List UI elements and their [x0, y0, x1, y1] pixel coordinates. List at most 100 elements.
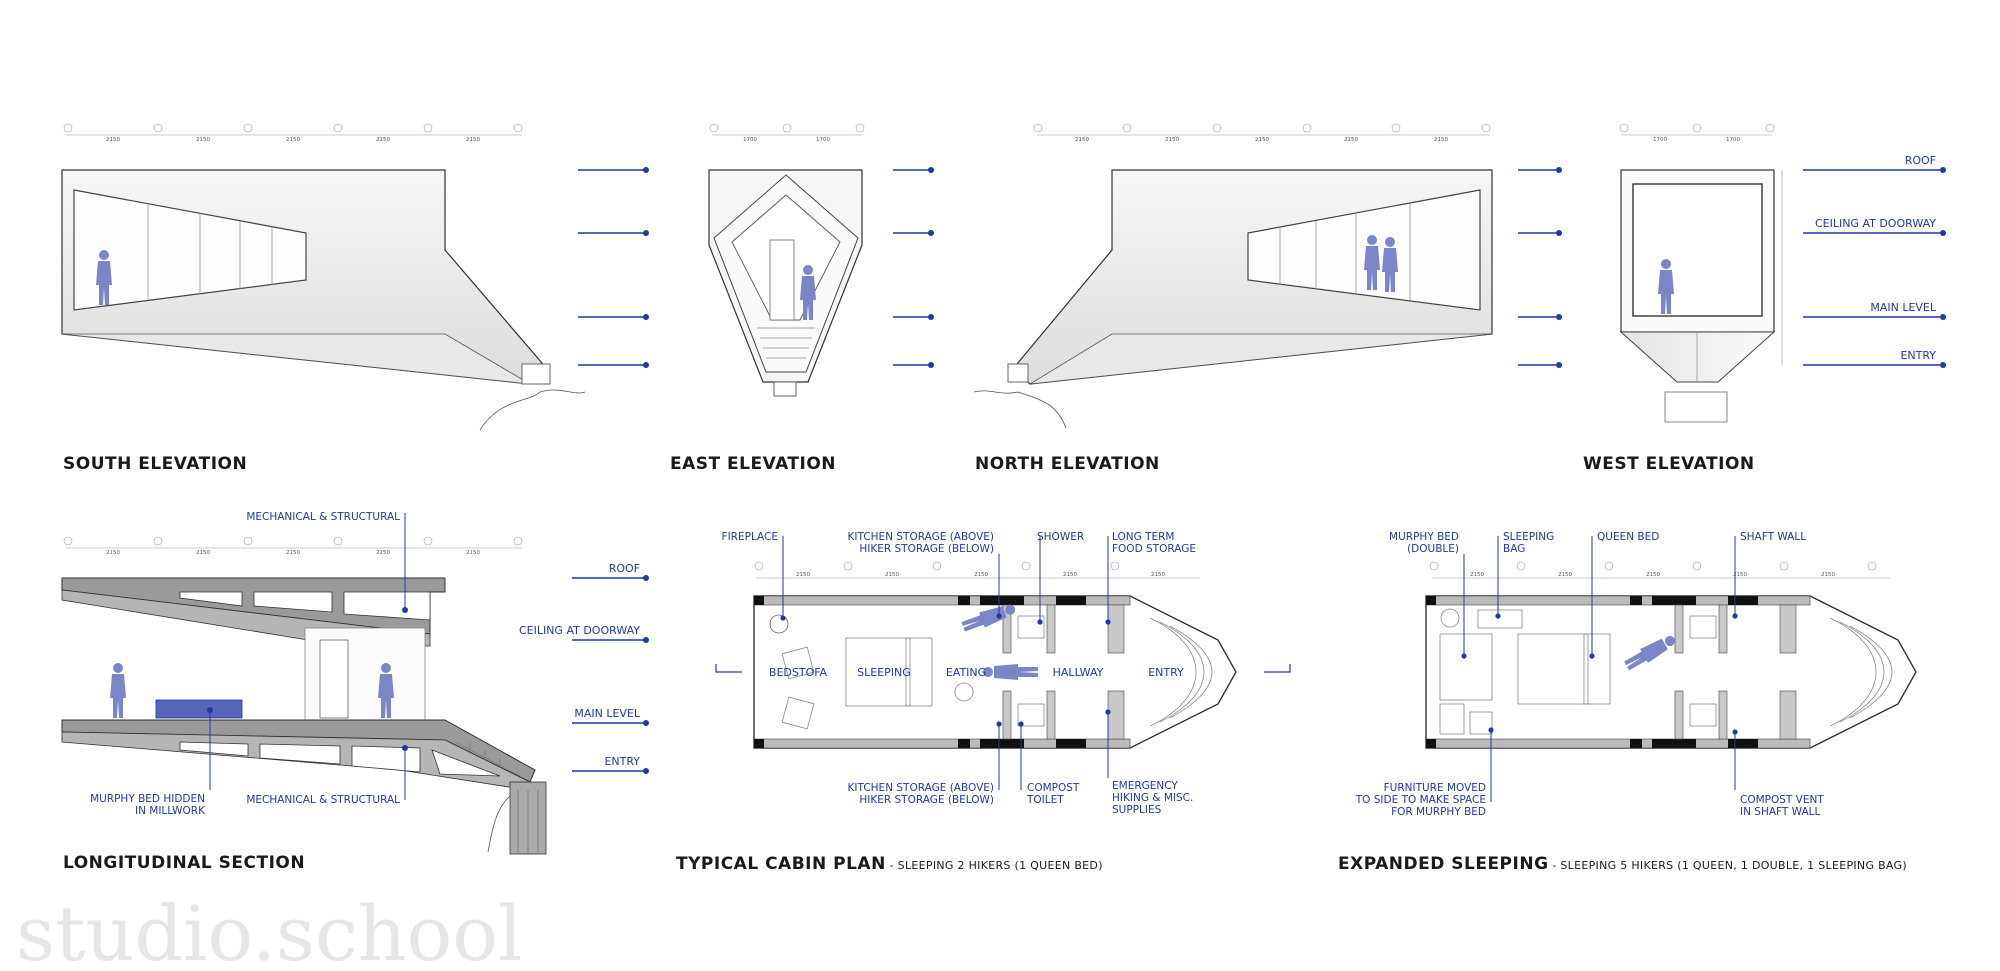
west-elevation: 1700 1700 ROOF CEILING AT DOORWAY MAIN L…	[1583, 123, 1946, 474]
west-elevation-title: WEST ELEVATION	[1583, 454, 1755, 474]
section-roof-voids	[179, 591, 431, 621]
level-roof-label: ROOF	[1905, 154, 1936, 167]
svg-text:2150: 2150	[196, 550, 210, 556]
expanded-wall-blocks	[1426, 596, 1758, 748]
section-floor-voids	[179, 741, 501, 777]
west-pier	[1664, 391, 1728, 423]
svg-text:2150: 2150	[1733, 572, 1747, 578]
section-level-main: MAIN LEVEL	[574, 707, 641, 720]
south-elevation: 2150 2150 2150 2150 2150 SOUTH ELEVATION	[61, 123, 649, 474]
plan-section-markers	[715, 664, 1291, 673]
plan-title: TYPICAL CABIN PLAN - SLEEPING 2 HIKERS (…	[676, 854, 1103, 874]
plan-entry-steps	[1149, 617, 1213, 727]
callout-kitchen-top-2: HIKER STORAGE (BELOW)	[859, 543, 994, 555]
fireplace-icon	[769, 614, 789, 634]
svg-text:1700: 1700	[816, 137, 830, 143]
svg-text:2150: 2150	[1344, 137, 1358, 143]
section-dim-labels: 2150 2150 2150 2150 2150	[106, 550, 480, 556]
plan-callout-leaders	[782, 536, 1109, 790]
expanded-outline	[1425, 595, 1917, 749]
east-level-markers	[893, 167, 934, 368]
expanded-furniture	[1439, 608, 1717, 735]
expanded-entry-steps	[1829, 617, 1893, 727]
south-window-mullions	[147, 204, 273, 300]
svg-text:2150: 2150	[376, 550, 390, 556]
south-dim-labels: 2150 2150 2150 2150 2150	[106, 137, 480, 143]
callout-emergency-2: HIKING & MISC.	[1112, 792, 1193, 804]
section-level-markers	[572, 575, 649, 774]
longitudinal-section: 2150 2150 2150 2150 2150	[61, 511, 649, 873]
section-callout-leaders	[209, 513, 406, 800]
callout-queen: QUEEN BED	[1597, 531, 1659, 543]
svg-text:2150: 2150	[1646, 572, 1660, 578]
expanded-dim-labels: 2150 2150 2150 2150 2150	[1470, 572, 1835, 578]
watermark: studio.school	[16, 889, 522, 971]
callout-long-term-2: FOOD STORAGE	[1112, 543, 1196, 555]
svg-text:2150: 2150	[974, 572, 988, 578]
expanded-callout-dots	[1461, 613, 1738, 735]
level-ceiling-label: CEILING AT DOORWAY	[1815, 217, 1936, 230]
svg-text:2150: 2150	[1151, 572, 1165, 578]
svg-text:2150: 2150	[466, 137, 480, 143]
west-level-markers	[1803, 167, 1946, 368]
north-cabin-underside	[1029, 333, 1493, 385]
north-elevation: 2150 2150 2150 2150 2150 NORTH ELEVATION	[973, 123, 1562, 474]
svg-text:2150: 2150	[1558, 572, 1572, 578]
callout-shaft: SHAFT WALL	[1740, 531, 1806, 543]
room-entry: ENTRY	[1148, 666, 1184, 679]
callout-furniture-3: FOR MURPHY BED	[1391, 806, 1486, 818]
north-elevation-title: NORTH ELEVATION	[975, 454, 1160, 474]
callout-furniture-2: TO SIDE TO MAKE SPACE	[1355, 794, 1486, 806]
callout-kitchen-bottom-1: KITCHEN STORAGE (ABOVE)	[848, 782, 994, 794]
south-window	[73, 189, 307, 311]
callout-mechanical-bottom: MECHANICAL & STRUCTURAL	[246, 794, 400, 806]
svg-text:2150: 2150	[796, 572, 810, 578]
svg-text:2150: 2150	[885, 572, 899, 578]
svg-text:2150: 2150	[1075, 137, 1089, 143]
section-pier-hatch	[517, 790, 539, 854]
plan-dim-labels: 2150 2150 2150 2150 2150	[796, 572, 1165, 578]
north-grid-dimensions	[1033, 123, 1491, 136]
east-steps	[757, 327, 815, 359]
callout-fireplace: FIREPLACE	[722, 531, 778, 543]
south-elevation-title: SOUTH ELEVATION	[63, 454, 247, 474]
callout-long-term-1: LONG TERM	[1112, 531, 1174, 543]
svg-text:2150: 2150	[1470, 572, 1484, 578]
section-stairs	[454, 741, 521, 777]
north-level-markers	[1518, 167, 1562, 368]
svg-text:2150: 2150	[1821, 572, 1835, 578]
level-main-label: MAIN LEVEL	[1870, 301, 1937, 314]
east-elevation: 1700 1700 EAST ELEVATION	[670, 123, 934, 474]
west-window	[1632, 183, 1763, 317]
level-entry-label: ENTRY	[1900, 349, 1936, 362]
plan-core-walls	[1002, 604, 1125, 740]
callout-murphy-bed-1: MURPHY BED HIDDEN	[90, 793, 205, 805]
svg-text:2150: 2150	[1165, 137, 1179, 143]
section-door	[319, 639, 349, 719]
callout-vent-2: IN SHAFT WALL	[1740, 806, 1820, 818]
room-sleeping: SLEEPING	[857, 666, 911, 679]
typical-cabin-plan: 2150 2150 2150 2150 2150	[676, 531, 1291, 874]
room-hallway: HALLWAY	[1053, 666, 1104, 679]
section-murphy-bed	[155, 699, 243, 719]
east-pier	[773, 381, 797, 397]
callout-emergency-3: SUPPLIES	[1112, 804, 1162, 816]
north-pier	[1007, 363, 1029, 383]
svg-text:2150: 2150	[286, 550, 300, 556]
callout-mechanical-top: MECHANICAL & STRUCTURAL	[246, 511, 400, 523]
expanded-core-walls	[1674, 604, 1797, 740]
svg-text:1700: 1700	[743, 137, 757, 143]
svg-text:2150: 2150	[106, 550, 120, 556]
south-ground	[479, 389, 586, 431]
section-level-entry: ENTRY	[604, 755, 640, 768]
svg-text:2150: 2150	[1255, 137, 1269, 143]
callout-emergency-1: EMERGENCY	[1112, 780, 1178, 792]
svg-text:2150: 2150	[286, 137, 300, 143]
callout-compost-2: TOILET	[1026, 794, 1064, 806]
east-door	[769, 239, 795, 321]
svg-text:2150: 2150	[1063, 572, 1077, 578]
callout-vent-1: COMPOST VENT	[1740, 794, 1824, 806]
section-grid-dimensions	[63, 536, 523, 549]
south-grid-dimensions	[63, 123, 523, 136]
section-title: LONGITUDINAL SECTION	[63, 853, 305, 873]
